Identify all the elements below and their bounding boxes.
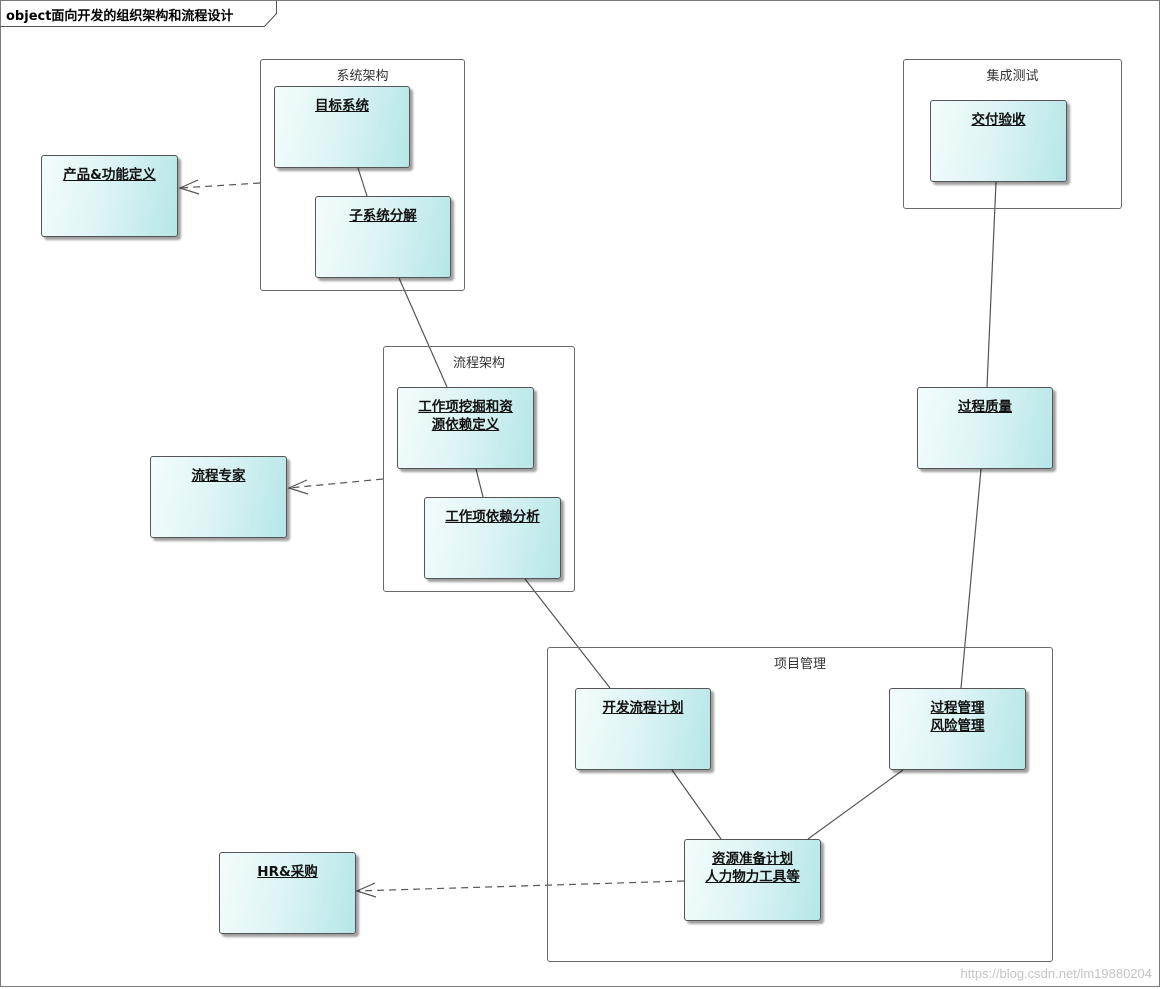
node-label: 过程管理 风险管理 [930, 700, 985, 734]
node-label: 交付验收 [971, 112, 1026, 128]
node-label: HR&采购 [257, 864, 318, 880]
node-process-expert[interactable]: 流程专家 [150, 456, 287, 538]
package-project-management: 项目管理 [547, 647, 1053, 962]
link-subsystem-workitem [398, 277, 448, 388]
node-label: 过程质量 [958, 399, 1012, 415]
node-label: 开发流程计划 [602, 700, 684, 716]
node-resource-preparation-plan[interactable]: 资源准备计划 人力物力工具等 [684, 839, 821, 921]
dep-arrow-system-product [178, 179, 261, 195]
dep-arrow-resource-hr [355, 880, 685, 898]
node-delivery-acceptance[interactable]: 交付验收 [930, 100, 1067, 182]
package-system-architecture: 系统架构 [260, 59, 465, 291]
node-work-item-mining[interactable]: 工作项挖掘和资 源依赖定义 [397, 387, 534, 469]
node-label: 产品&功能定义 [63, 167, 156, 183]
node-dev-process-plan[interactable]: 开发流程计划 [575, 688, 711, 770]
title-tab-outline [0, 0, 277, 27]
package-label: 系统架构 [336, 69, 389, 84]
diagram-title: object面向开发的组织架构和流程设计 [6, 9, 234, 24]
link-delivery-quality [986, 181, 997, 388]
node-label: 工作项挖掘和资 源依赖定义 [418, 399, 513, 433]
node-label: 目标系统 [315, 98, 369, 114]
dep-arrow-process-expert [287, 478, 384, 495]
package-label: 集成测试 [986, 69, 1039, 84]
package-label: 流程架构 [452, 356, 505, 371]
package-process-architecture: 流程架构 [383, 346, 575, 592]
link-target-subsystem [357, 167, 368, 197]
node-work-item-dependency-analysis[interactable]: 工作项依赖分析 [424, 497, 561, 579]
node-label: 资源准备计划 人力物力工具等 [705, 851, 800, 885]
link-devplan-resource [671, 769, 722, 840]
node-subsystem-decomposition[interactable]: 子系统分解 [315, 196, 451, 278]
node-process-risk-management[interactable]: 过程管理 风险管理 [889, 688, 1026, 770]
node-target-system[interactable]: 目标系统 [274, 86, 410, 168]
node-label: 子系统分解 [349, 208, 417, 224]
node-process-quality[interactable]: 过程质量 [917, 387, 1053, 469]
link-dependency-devplan [524, 578, 611, 689]
node-label: 工作项依赖分析 [445, 509, 540, 525]
node-label: 流程专家 [191, 468, 246, 484]
link-quality-processmgmt [960, 468, 982, 689]
node-hr-procurement[interactable]: HR&采购 [219, 852, 356, 934]
watermark-text: https://blog.csdn.net/lm19880204 [960, 966, 1152, 981]
package-label: 项目管理 [773, 657, 826, 672]
link-workitem-dependency [475, 468, 484, 498]
package-integration-test: 集成测试 [903, 59, 1122, 209]
node-product-function-definition[interactable]: 产品&功能定义 [41, 155, 178, 237]
link-processmgmt-resource [807, 769, 904, 840]
